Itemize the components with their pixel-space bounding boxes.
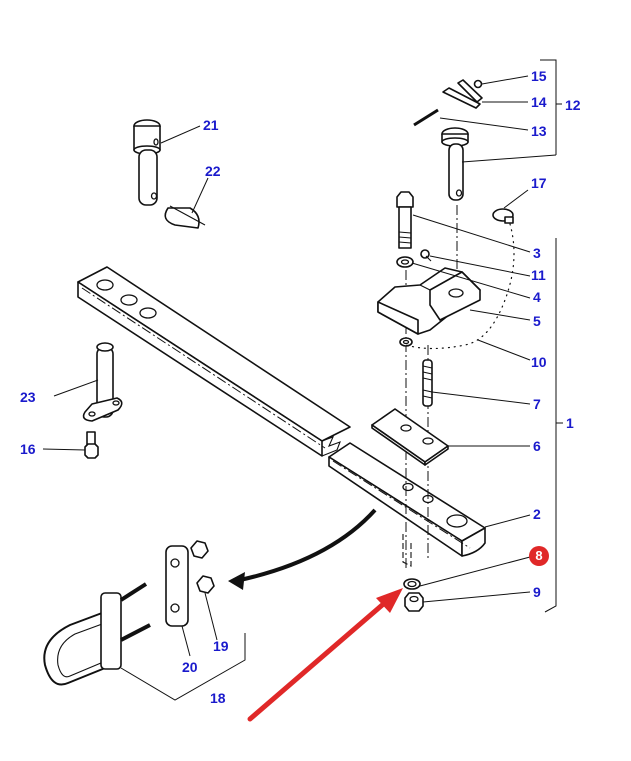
callout-22[interactable]: 22 (205, 163, 221, 179)
callout-16[interactable]: 16 (20, 441, 36, 457)
highlight-arrowhead (376, 588, 403, 613)
callout-12[interactable]: 12 (565, 97, 581, 113)
reference-arrow (239, 508, 377, 582)
pin-23-part (82, 342, 123, 422)
callout-1[interactable]: 1 (566, 415, 574, 431)
callout-2[interactable]: 2 (533, 506, 541, 522)
linch-pin-22-part (164, 205, 206, 229)
plate-20-part (165, 545, 189, 627)
pin-21-part (133, 119, 161, 206)
callout-18[interactable]: 18 (210, 690, 226, 706)
callout-8-highlighted[interactable]: 8 (529, 546, 549, 566)
leader-lines (42, 59, 563, 701)
callout-17[interactable]: 17 (531, 175, 547, 191)
plate-part (371, 408, 449, 466)
callout-5[interactable]: 5 (533, 313, 541, 329)
callout-11[interactable]: 11 (531, 267, 546, 283)
callout-9[interactable]: 9 (533, 584, 541, 600)
nut-15-part (473, 79, 483, 89)
nut-9-part (404, 592, 424, 612)
callout-3[interactable]: 3 (533, 245, 541, 261)
nut-19-part (190, 540, 215, 594)
callout-23[interactable]: 23 (20, 389, 36, 405)
callout-6[interactable]: 6 (533, 438, 541, 454)
callout-19[interactable]: 19 (213, 638, 229, 654)
highlight-arrow (247, 597, 391, 722)
u-bolt-part (43, 582, 151, 686)
bolt-part (396, 191, 414, 249)
callout-13[interactable]: 13 (531, 123, 547, 139)
linch-pin-part (492, 208, 514, 224)
callout-10[interactable]: 10 (531, 354, 547, 370)
callout-4[interactable]: 4 (533, 289, 541, 305)
clip-part (442, 79, 483, 109)
reference-arrowhead (228, 572, 245, 590)
bolt-16-part (84, 431, 99, 459)
callout-14[interactable]: 14 (531, 94, 547, 110)
washer-8-part (403, 578, 421, 590)
screw-part (420, 249, 432, 262)
callout-7[interactable]: 7 (533, 396, 541, 412)
hitch-pin-part (441, 127, 469, 201)
stud-part (422, 359, 433, 407)
pin-13-part (413, 108, 439, 127)
chain-part (405, 223, 515, 350)
callout-15[interactable]: 15 (531, 68, 547, 84)
clamp-block-part (377, 267, 481, 335)
drawbar-part (77, 266, 486, 557)
callout-21[interactable]: 21 (203, 117, 219, 133)
callout-20[interactable]: 20 (182, 659, 198, 675)
